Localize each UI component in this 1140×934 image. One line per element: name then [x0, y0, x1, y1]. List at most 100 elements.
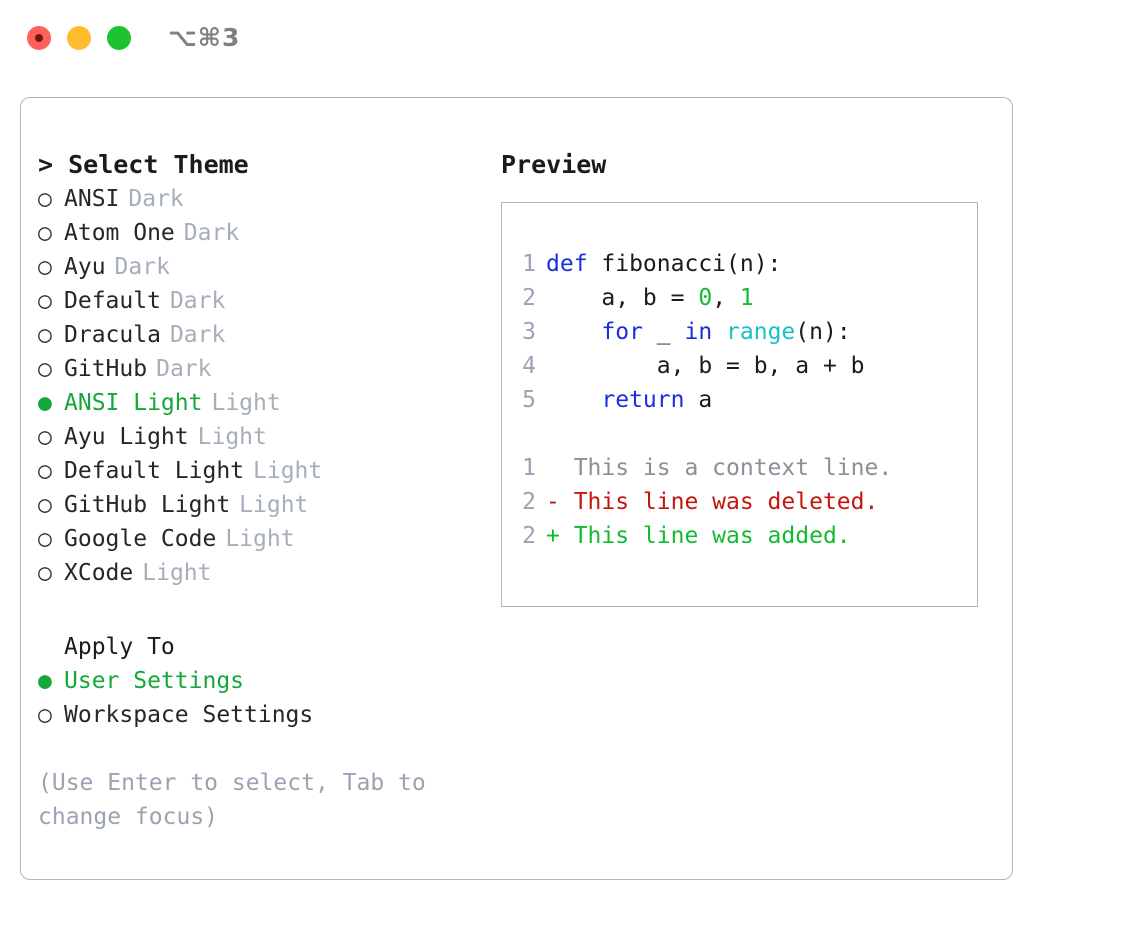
zoom-button[interactable]	[107, 26, 131, 50]
apply-to-heading: Apply To	[64, 634, 175, 660]
theme-list-item[interactable]: ○ GitHub Dark	[38, 352, 478, 386]
radio-unselected-icon[interactable]: ○	[38, 254, 52, 280]
code-token	[712, 319, 726, 345]
theme-list-item[interactable]: ○ Default Dark	[38, 284, 478, 318]
radio-unselected-icon[interactable]: ○	[38, 526, 52, 552]
radio-unselected-icon[interactable]: ○	[38, 492, 52, 518]
theme-list-item[interactable]: ○ Ayu Light Light	[38, 420, 478, 454]
line-number: 2	[522, 489, 536, 515]
theme-list-item[interactable]: ○ Default Light Light	[38, 454, 478, 488]
code-line: 4 a, b = b, a + b	[502, 349, 977, 383]
apply-to-section: Apply To ● User Settings ○ Workspace Settin…	[38, 630, 478, 732]
apply-to-option[interactable]: ● User Settings	[38, 664, 478, 698]
theme-kind-label: Light	[253, 458, 323, 484]
theme-name-label: GitHub	[64, 356, 148, 382]
theme-list-item[interactable]: ● ANSI Light Light	[38, 386, 478, 420]
code-token: ,	[712, 285, 740, 311]
theme-kind-label: Light	[142, 560, 212, 586]
theme-name-label: Default Light	[64, 458, 245, 484]
line-number: 4	[522, 353, 536, 379]
diff-line: 2 + This line was added.	[502, 519, 977, 553]
code-token: 0	[698, 285, 713, 311]
close-button[interactable]	[27, 26, 51, 50]
apply-to-label: Workspace Settings	[64, 702, 314, 728]
theme-kind-label: Dark	[183, 220, 240, 246]
line-number: 2	[522, 285, 536, 311]
theme-kind-label: Light	[225, 526, 295, 552]
theme-list-item[interactable]: ○ GitHub Light Light	[38, 488, 478, 522]
theme-name-label: ANSI	[64, 186, 120, 212]
code-text: def fibonacci(n):	[546, 247, 781, 281]
theme-name-label: GitHub Light	[64, 492, 231, 518]
theme-list-item[interactable]: ○ XCode Light	[38, 556, 478, 590]
diff-text: + This line was added.	[546, 523, 851, 549]
theme-name-label: Ayu Light	[64, 424, 189, 450]
theme-kind-label: Dark	[128, 186, 184, 212]
theme-name-label: ANSI Light	[64, 390, 203, 416]
apply-to-list[interactable]: ● User Settings ○ Workspace Settings	[38, 664, 478, 732]
code-spacer	[502, 417, 977, 451]
minimize-button[interactable]	[67, 26, 91, 50]
radio-unselected-icon[interactable]: ○	[38, 356, 52, 382]
code-token: for	[601, 319, 643, 345]
radio-unselected-icon[interactable]: ○	[38, 424, 52, 450]
code-text: return a	[546, 383, 712, 417]
radio-unselected-icon[interactable]: ○	[38, 322, 52, 348]
code-text: a, b = 0, 1	[546, 281, 754, 315]
theme-kind-label: Dark	[156, 356, 212, 382]
theme-name-label: Ayu	[64, 254, 106, 280]
code-token: _	[642, 319, 685, 345]
diff-text: This is a context line.	[546, 455, 893, 481]
code-token: (n):	[795, 319, 851, 345]
code-token: 1	[739, 285, 754, 311]
line-number: 1	[522, 251, 536, 277]
theme-kind-label: Light	[211, 390, 281, 416]
theme-kind-label: Dark	[169, 288, 226, 314]
line-number: 1	[522, 455, 536, 481]
radio-unselected-icon[interactable]: ○	[38, 186, 52, 212]
theme-kind-label: Dark	[169, 322, 226, 348]
line-number: 3	[522, 319, 536, 345]
theme-kind-label: Light	[239, 492, 309, 518]
diff-text: - This line was deleted.	[546, 489, 879, 515]
radio-unselected-icon[interactable]: ○	[38, 560, 52, 586]
theme-kind-label: Light	[197, 424, 267, 450]
window-controls	[27, 26, 131, 50]
keyboard-hint-text: (Use Enter to select, Tab to change focu…	[38, 770, 426, 830]
code-token: a, b = b, a + b	[546, 353, 865, 379]
radio-unselected-icon[interactable]: ○	[38, 288, 52, 314]
title-bar: ⌥⌘3	[0, 0, 1140, 78]
apply-to-option[interactable]: ○ Workspace Settings	[38, 698, 478, 732]
radio-selected-icon[interactable]: ●	[38, 390, 52, 416]
radio-unselected-icon[interactable]: ○	[38, 702, 52, 728]
radio-unselected-icon[interactable]: ○	[38, 220, 52, 246]
code-token: a, b =	[546, 285, 699, 311]
radio-unselected-icon[interactable]: ○	[38, 458, 52, 484]
code-line: 3 for _ in range(n):	[502, 315, 977, 349]
apply-to-label: User Settings	[64, 668, 245, 694]
code-token	[546, 387, 601, 413]
theme-list-item[interactable]: ○ ANSI Dark	[38, 182, 478, 216]
theme-name-label: Atom One	[64, 220, 175, 246]
radio-selected-icon[interactable]: ●	[38, 668, 52, 694]
line-number: 5	[522, 387, 536, 413]
theme-name-label: Default	[64, 288, 161, 314]
line-number: 2	[522, 523, 536, 549]
code-line: 1 def fibonacci(n):	[502, 247, 977, 281]
preview-heading: Preview	[501, 150, 607, 179]
code-token: in	[684, 319, 713, 345]
diff-line: 1 This is a context line.	[502, 451, 977, 485]
theme-list-item[interactable]: ○ Atom One Dark	[38, 216, 478, 250]
keyboard-shortcut-label: ⌥⌘3	[168, 23, 241, 52]
theme-name-label: XCode	[64, 560, 134, 586]
